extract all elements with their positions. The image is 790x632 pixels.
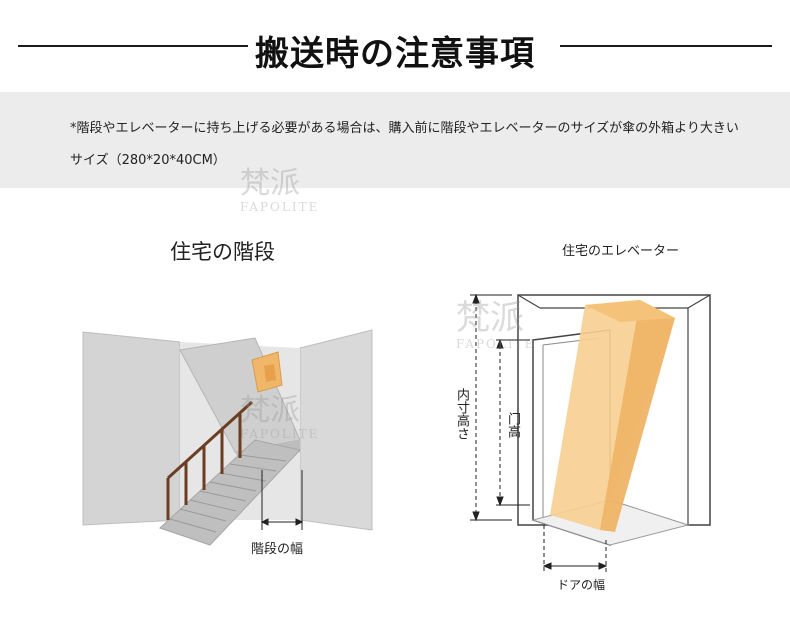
door-height-label: 门高	[505, 412, 520, 438]
stairs-illustration	[82, 329, 373, 546]
stair-width-label: 階段の幅	[251, 542, 304, 557]
elevator-illustration	[470, 293, 711, 572]
inner-height-label: 内寸高さ	[454, 388, 469, 440]
elevator-title: 住宅のエレベーター	[562, 244, 680, 259]
page-title: 搬送時の注意事項	[0, 26, 790, 75]
title-rule-right	[560, 45, 772, 47]
stairs-title: 住宅の階段	[170, 240, 275, 264]
note-line-1: *階段やエレベーターに持ち上げる必要がある場合は、購入前に階段やエレベーターのサ…	[70, 121, 739, 136]
door-width-label: ドアの幅	[557, 578, 606, 592]
note-band	[0, 92, 790, 188]
title-rule-left	[18, 45, 248, 47]
note-line-2: サイズ（280*20*40CM）	[70, 153, 226, 168]
